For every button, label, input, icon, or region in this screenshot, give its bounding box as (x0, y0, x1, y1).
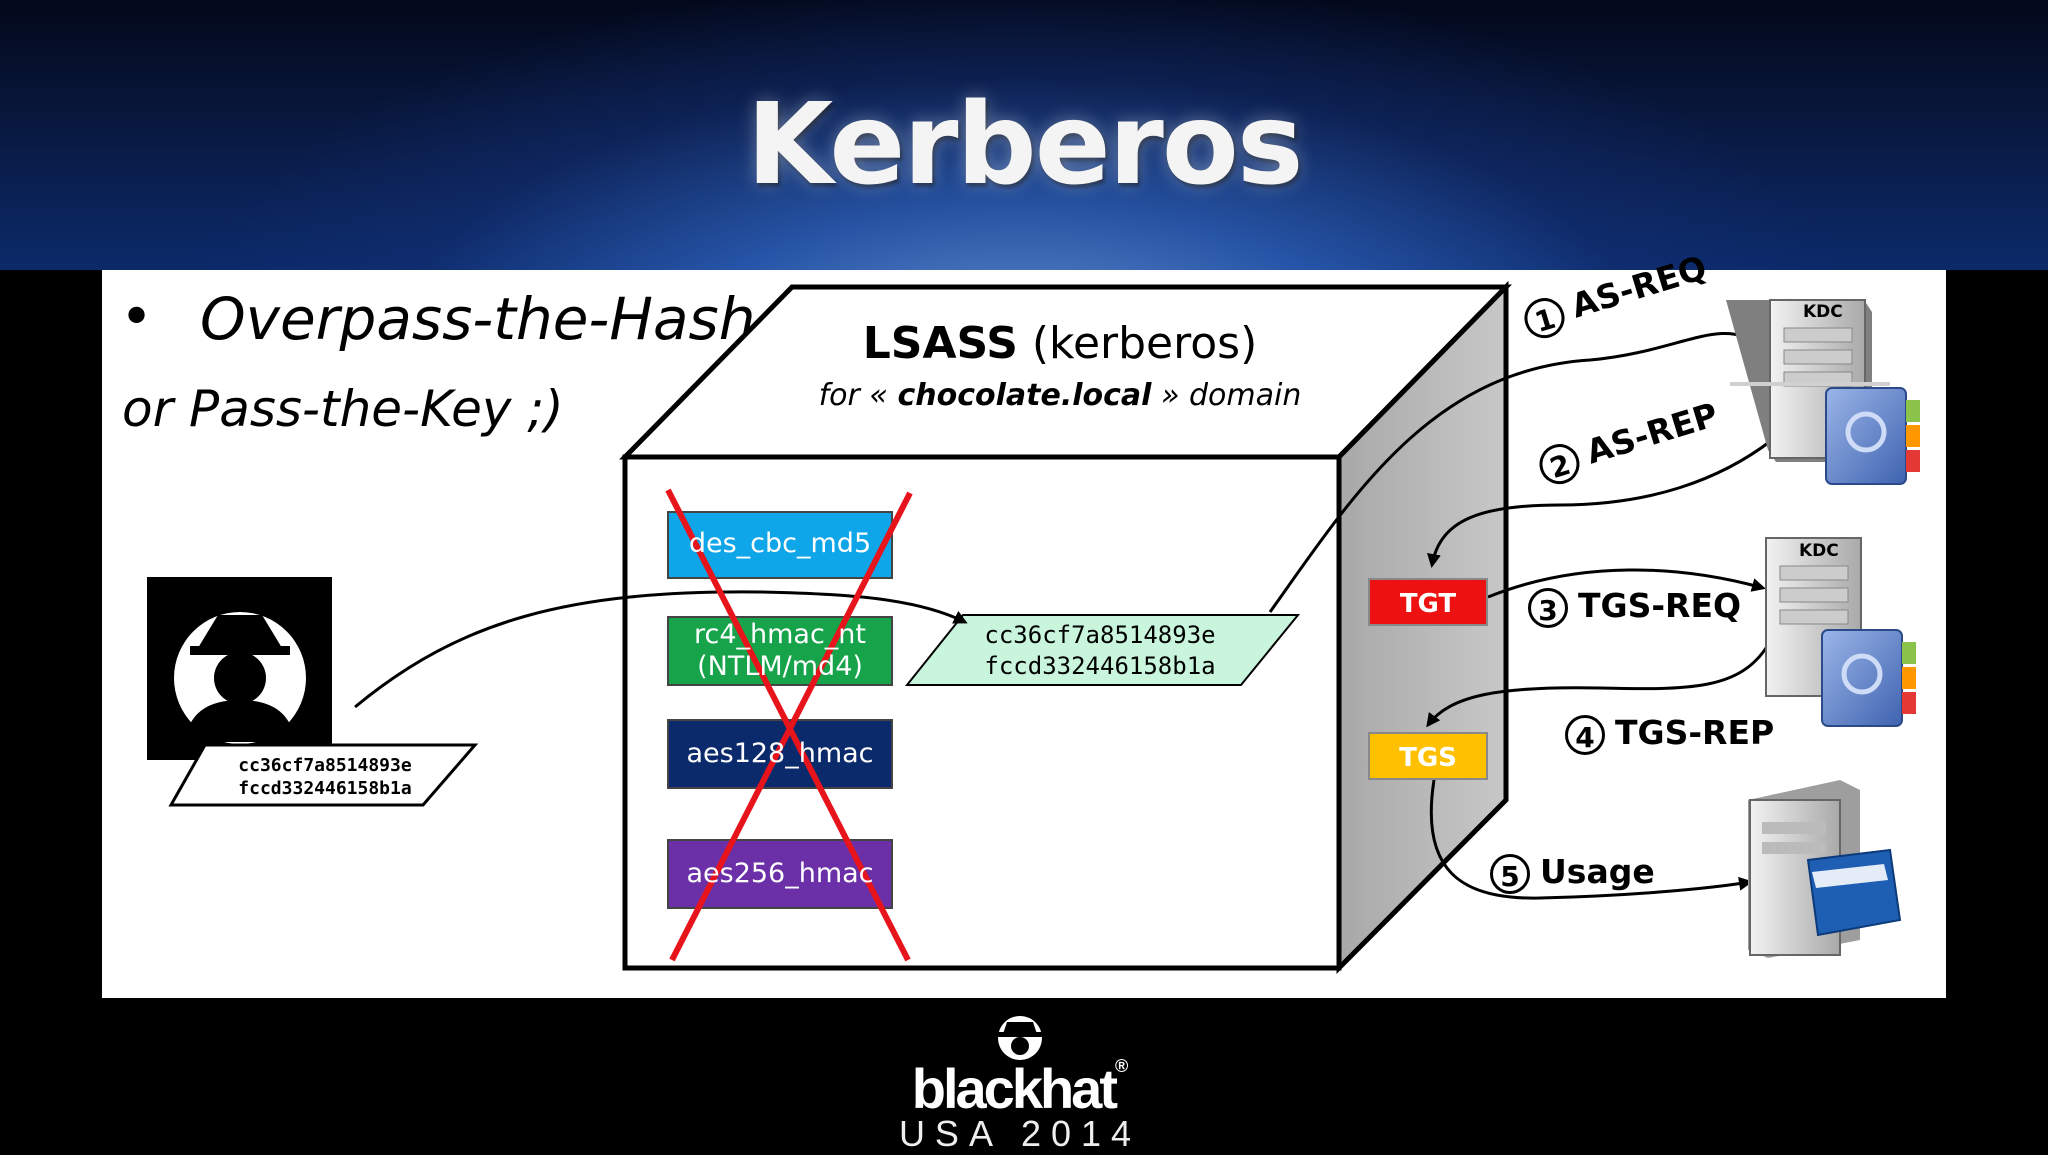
credential-label-rc4: rc4_hmac_nt (NTLM/md4) (668, 619, 892, 683)
tgs-req-arrow (1487, 568, 1766, 599)
file-server-icon (1748, 780, 1902, 958)
credential-label-des: des_cbc_md5 (688, 528, 872, 559)
kdc-label-2: KDC (1799, 541, 1839, 561)
step-label: Usage (1540, 852, 1655, 891)
as-req-arrow (1268, 331, 1763, 613)
lsass-box (619, 280, 1512, 975)
bullet-marker: • (120, 285, 154, 350)
lsass-name-suffix: (kerberos) (1017, 318, 1258, 369)
lsass-name: LSASS (862, 318, 1018, 369)
credential-label-rc4-line1: rc4_hmac_nt (693, 619, 867, 650)
as-rep-arrow (1427, 438, 1773, 568)
heading-overpass-the-hash: Overpass-the-Hash (200, 285, 756, 353)
injected-hash-line1: cc36cf7a8514893e (984, 621, 1216, 649)
kdc-label-1: KDC (1803, 302, 1843, 322)
lsass-title: LSASS (kerberos) (830, 318, 1290, 369)
kdc-server-icon (1726, 299, 1920, 485)
injected-hash-line2: fccd332446158b1a (984, 652, 1216, 680)
credential-box-rc4 (667, 616, 893, 686)
step-number: 5 (1490, 853, 1530, 894)
ticket-tgs: TGS (1368, 732, 1488, 780)
step-label: TGS-REP (1615, 713, 1775, 752)
step-usage: 5 Usage (1490, 852, 1655, 894)
credential-label-aes128: aes128_hmac (686, 738, 874, 769)
step-tgs-rep: 4 TGS-REP (1565, 713, 1774, 755)
lsass-domain: chocolate.local (897, 378, 1152, 413)
injected-hash-text: cc36cf7a8514893e fccd332446158b1a (950, 620, 1250, 682)
ticket-tgt: TGT (1368, 578, 1488, 626)
lsass-sub-suffix: » domain (1151, 378, 1302, 413)
step-number: 3 (1528, 587, 1568, 628)
blackhat-logo: blackhat® USA 2014 (820, 1010, 1220, 1155)
slide-title: Kerberos (746, 80, 1304, 210)
lsass-sub-prefix: for « (818, 378, 898, 413)
logo-sub: USA 2014 (898, 1113, 1142, 1154)
header-background (0, 0, 2048, 270)
credential-label-rc4-line2: (NTLM/md4) (697, 651, 863, 682)
usage-arrow (1429, 779, 1753, 900)
inject-arrow (354, 590, 968, 709)
step-label: TGS-REQ (1578, 586, 1742, 625)
step-tgs-req: 3 TGS-REQ (1528, 586, 1741, 628)
kdc-server-icon (1765, 537, 1916, 727)
attacker-hash-line2: fccd332446158b1a (238, 778, 412, 799)
injected-hash-box (904, 614, 1301, 686)
lsass-subtitle: for « chocolate.local » domain (780, 378, 1340, 413)
attacker-avatar-icon (147, 577, 332, 760)
attacker-hash-line1: cc36cf7a8514893e (238, 755, 412, 776)
credential-label-aes256: aes256_hmac (686, 858, 874, 889)
attacker-hash-text: cc36cf7a8514893e fccd332446158b1a (200, 754, 450, 800)
step-number: 4 (1565, 714, 1605, 755)
blackhat-hat-icon (997, 1016, 1043, 1060)
logo-main: blackhat (911, 1057, 1118, 1120)
tgs-rep-arrow (1426, 644, 1770, 728)
logo-registered-mark: ® (1114, 1056, 1129, 1076)
attacker-hash-box (168, 743, 479, 807)
strike-through-cross (665, 488, 913, 962)
subheading-pass-the-key: or Pass-the-Key ;) (122, 380, 564, 438)
